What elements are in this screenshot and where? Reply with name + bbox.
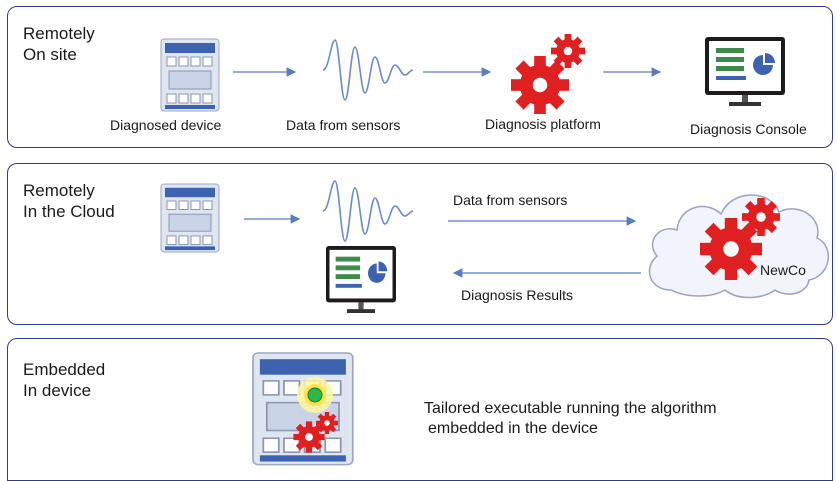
device-icon <box>160 183 220 253</box>
arrow-platform-to-console <box>603 67 662 77</box>
arrow-sensors-to-cloud <box>448 216 637 226</box>
embedded-description: Tailored executable running the algorith… <box>424 399 717 439</box>
diagnosis-results-label: Diagnosis Results <box>461 287 574 303</box>
embedded-desc-line1: Tailored executable running the algorith… <box>424 400 717 417</box>
embedded-device-icon <box>252 352 354 466</box>
panel2-title-line2: In the Cloud <box>23 202 115 221</box>
diagnosis-platform-label: Diagnosis platform <box>485 116 601 132</box>
console-monitor-icon <box>705 37 785 106</box>
panel2-title-line1: Remotely <box>23 181 95 200</box>
arrow-device-to-sensors <box>244 214 301 224</box>
panel2-title: Remotely In the Cloud <box>23 180 115 222</box>
arrow-cloud-to-console <box>452 268 641 278</box>
device-icon <box>160 38 220 112</box>
panel-embedded-in-device: Embedded In device Tailored executable r… <box>7 338 833 481</box>
panel1-title-line1: Remotely <box>23 24 95 43</box>
newco-label: NewCo <box>760 262 806 278</box>
sensor-wave-icon <box>322 39 414 101</box>
panel-remotely-on-site: Remotely On site Diagnosed device Data f… <box>7 6 833 148</box>
green-led-icon <box>307 387 323 403</box>
gears-icon <box>511 34 585 114</box>
arrow-device-to-sensors <box>233 67 297 77</box>
data-from-sensors-label: Data from sensors <box>286 117 401 133</box>
sensor-wave-icon <box>322 180 414 242</box>
panel3-title: Embedded In device <box>23 359 105 401</box>
panel-remotely-in-cloud: Remotely In the Cloud Data from sensors … <box>7 163 833 325</box>
panel1-title: Remotely On site <box>23 23 95 65</box>
cloud-icon <box>648 194 830 299</box>
console-monitor-icon <box>326 246 396 314</box>
diagnosis-console-label: Diagnosis Console <box>690 121 807 137</box>
embedded-desc-line2: embedded in the device <box>428 420 598 437</box>
panel3-title-line1: Embedded <box>23 360 106 379</box>
panel1-title-line2: On site <box>23 45 77 64</box>
arrow-sensors-to-platform <box>423 67 492 77</box>
diagnosed-device-label: Diagnosed device <box>110 117 222 133</box>
panel3-title-line2: In device <box>23 381 92 400</box>
cloud-data-from-sensors-label: Data from sensors <box>453 192 568 208</box>
